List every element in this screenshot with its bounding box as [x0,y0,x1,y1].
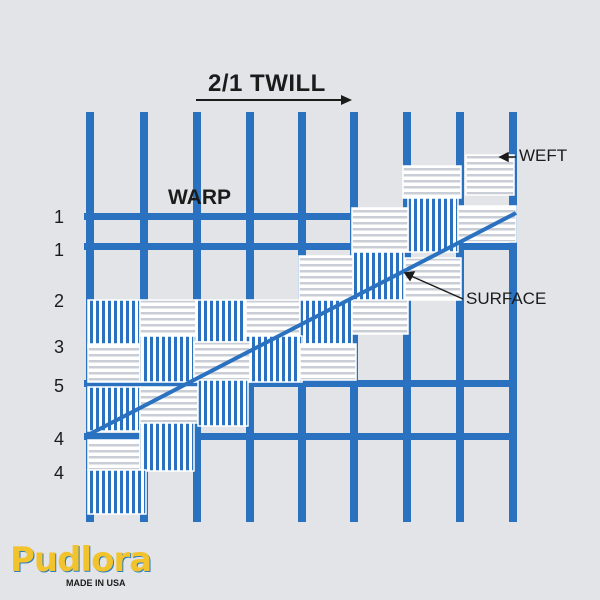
direction-arrow [196,95,352,105]
callout-pointers [403,151,516,300]
warp-label: WARP [168,186,231,209]
warp-float-cell [197,379,249,427]
weft-float-cell [87,343,141,383]
brand-tagline: MADE IN USA [66,578,126,588]
brand-logo: Pudlora [10,540,152,580]
warp-float-cell [139,422,195,472]
weft-float-cell [87,439,141,471]
warp-float-cell [195,299,247,343]
weft-float-cell [299,343,357,381]
row-label: 2 [54,291,65,311]
weft-label: WEFT [519,146,568,165]
row-label: 4 [54,429,65,449]
weft-float-cell [139,299,197,337]
twill-diagonal-line [85,211,517,438]
weft-float-cell [351,207,409,253]
diagram-title: 2/1 TWILL [208,70,326,97]
warp-float-cell [139,335,195,383]
warp-float-cell [87,469,147,515]
weft-float-cell [298,255,354,301]
surface-label: SURFACE [466,289,547,308]
warp-float-cell [87,299,141,349]
warp-thread [509,112,517,522]
row-label: 1 [54,240,65,260]
warp-float-cell [407,197,459,253]
weft-float-cell [402,165,462,199]
weft-float-cell [465,154,515,196]
weft-float-cell [351,299,409,335]
weft-threads [84,213,516,440]
weft-thread [84,243,516,250]
weft-thread [84,433,516,440]
row-label: 4 [54,463,65,483]
warp-thread [456,112,464,522]
row-label: 3 [54,337,65,357]
row-label: 5 [54,376,65,396]
warp-float-cell [87,386,141,432]
weft-thread [84,380,516,387]
weft-thread [84,213,516,220]
weave-cells [87,154,517,515]
row-label: 1 [54,207,65,227]
warp-float-cell [249,335,303,383]
